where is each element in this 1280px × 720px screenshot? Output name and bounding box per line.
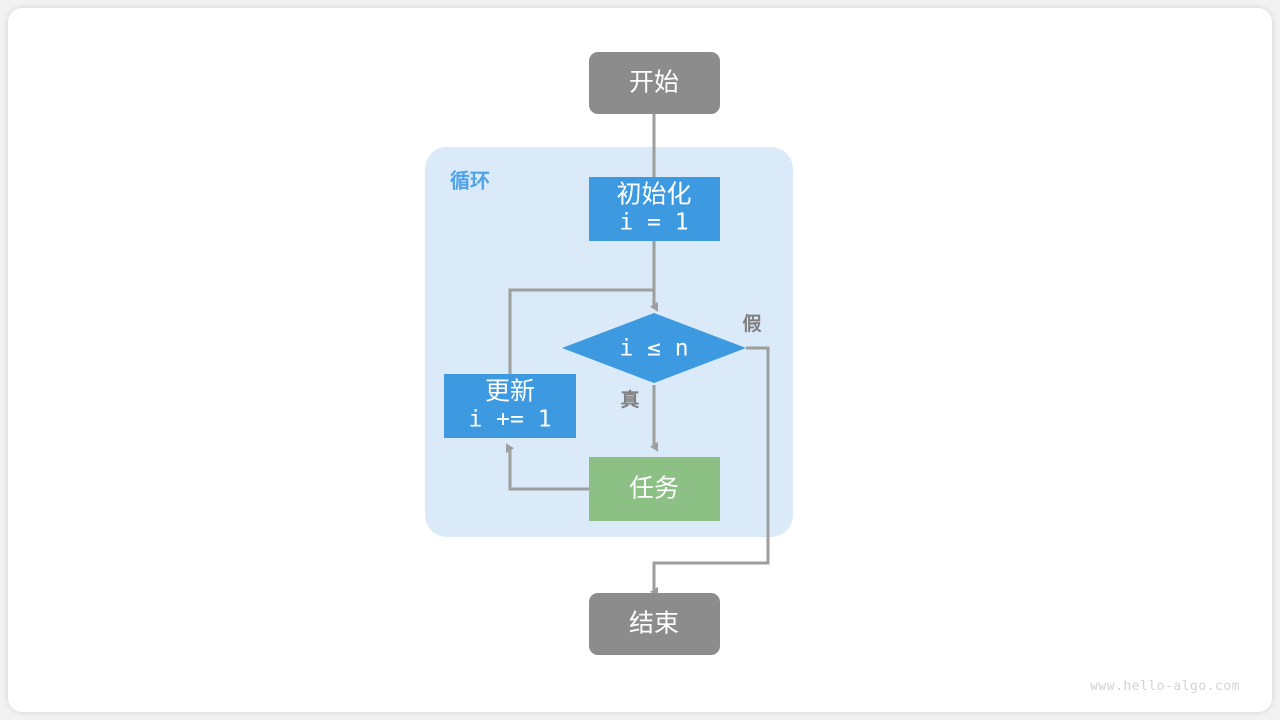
node-condition[interactable]: i ≤ n xyxy=(562,313,746,383)
node-init-code: i = 1 xyxy=(619,210,688,236)
node-end[interactable]: 结束 xyxy=(589,593,720,655)
node-end-label: 结束 xyxy=(629,610,679,638)
node-task-label: 任务 xyxy=(629,475,679,503)
edge-update-to-condition xyxy=(508,288,654,374)
edge-layer xyxy=(506,114,770,597)
diagram-card: 循环 开始 初始化 i = 1 xyxy=(8,8,1272,712)
edge-task-to-update xyxy=(506,443,589,491)
node-init[interactable]: 初始化 i = 1 xyxy=(589,177,720,241)
edge-label-true: 真 xyxy=(620,388,639,411)
node-update[interactable]: 更新 i += 1 xyxy=(444,374,576,438)
flowchart-svg: 循环 开始 初始化 i = 1 xyxy=(425,52,793,655)
loop-container-label: 循环 xyxy=(450,168,490,192)
edge-label-false: 假 xyxy=(742,312,761,335)
diagram-canvas: 循环 开始 初始化 i = 1 xyxy=(8,8,1272,712)
node-update-label: 更新 xyxy=(485,378,535,406)
watermark: www.hello-algo.com xyxy=(1090,679,1240,694)
node-task[interactable]: 任务 xyxy=(589,457,720,521)
node-condition-label: i ≤ n xyxy=(619,336,688,362)
edge-condition-false-to-end xyxy=(650,346,770,597)
node-start-label: 开始 xyxy=(629,69,679,97)
node-update-code: i += 1 xyxy=(468,407,551,433)
node-init-label: 初始化 xyxy=(616,181,691,209)
node-start[interactable]: 开始 xyxy=(589,52,720,114)
